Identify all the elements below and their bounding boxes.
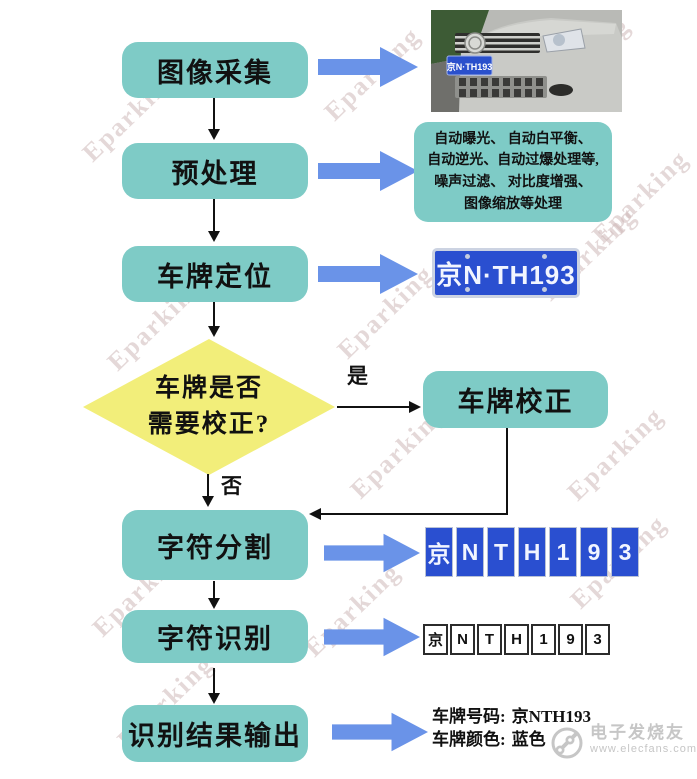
step-preprocess: 预处理 [122,143,308,199]
car-plate-text: 京N·TH193 [447,61,493,72]
arrow-line [213,98,215,130]
step-plate-correction: 车牌校正 [423,371,608,428]
segmented-char-tile: 3 [611,527,639,577]
elecfans-logo-icon [551,727,583,759]
arrow-line [213,302,215,327]
decision-line1: 车牌是否 [154,374,263,402]
arrow-head-left [309,508,321,520]
segmented-char-tile: 9 [580,527,608,577]
arrow-line [506,428,508,515]
recognized-chars: 京 N T H 1 9 3 [423,624,610,655]
arrow-line [213,199,215,232]
plate-rivet [542,254,547,259]
result-value: 蓝色 [511,729,546,749]
arrow-line [207,474,209,497]
branch-label-no: 否 [221,474,242,498]
arrow-head-down [208,326,220,337]
arrow-head-down [208,693,220,704]
recognized-char-box: N [450,624,475,655]
segmented-char-tile: N [456,527,484,577]
block-arrow-right-icon [324,617,420,657]
arrow-head-down [202,496,214,507]
segmented-char-tile: T [487,527,515,577]
arrow-line [337,406,410,408]
arrow-line [213,668,215,694]
recognized-char-box: 9 [558,624,583,655]
recognized-char-box: H [504,624,529,655]
decision-line2: 需要校正? [147,411,271,438]
arrow-head-right [409,401,421,413]
segmented-char-tile: 1 [549,527,577,577]
block-arrow-right-icon [332,712,428,752]
segmented-chars: 京 N T H 1 9 3 [425,527,639,577]
step-image-acquisition: 图像采集 [122,42,308,98]
branch-label-yes: 是 [347,364,368,388]
site-watermark: 电子发烧友 www.elecfans.com [548,723,697,761]
arrow-line [313,513,508,515]
note-line: 噪声过滤、 对比度增强、 [434,175,592,190]
plate-text: 京N·TH193 [436,259,576,290]
result-label: 车牌号码: [432,707,506,726]
segmented-char-tile: H [518,527,546,577]
note-line: 自动逆光、自动过爆处理等, [427,153,599,169]
plate-rivet [542,287,547,292]
plate-rivet [465,254,470,259]
note-line: 图像缩放等处理 [464,196,562,212]
car-photo: 京N·TH193 [431,10,622,112]
note-line: 自动曝光、 自动白平衡、 [434,131,592,147]
arrow-head-down [208,129,220,140]
step-plate-location: 车牌定位 [122,246,308,302]
recognized-char-box: 3 [585,624,610,655]
preprocess-note: 自动曝光、 自动白平衡、 自动逆光、自动过爆处理等, 噪声过滤、 对比度增强、 … [414,122,612,222]
arrow-line [213,581,215,599]
site-watermark-name: 电子发烧友 [590,723,685,742]
step-result-output: 识别结果输出 [122,705,308,762]
arrow-head-down [208,231,220,242]
recognized-char-box: T [477,624,502,655]
result-line-plate-color: 车牌颜色:蓝色 [432,729,591,752]
result-value: 京NTH193 [511,707,592,726]
plate-rivet [465,287,470,292]
block-arrow-right-icon [318,47,418,87]
arrow-head-down [208,598,220,609]
result-output-text: 车牌号码: 京NTH193 车牌颜色:蓝色 [432,706,591,752]
step-char-recognition: 字符识别 [122,610,308,663]
segmented-char-tile: 京 [425,527,453,577]
site-watermark-url: www.elecfans.com [590,743,697,756]
recognized-char-box: 京 [423,624,448,655]
located-plate-image: 京N·TH193 [432,248,580,298]
result-label: 车牌颜色: [432,729,506,749]
result-line-plate-number: 车牌号码: 京NTH193 [432,706,591,729]
recognized-char-box: 1 [531,624,556,655]
block-arrow-right-icon [318,151,418,191]
step-char-segmentation: 字符分割 [122,510,308,580]
block-arrow-right-icon [318,254,418,294]
block-arrow-right-icon [324,533,420,573]
